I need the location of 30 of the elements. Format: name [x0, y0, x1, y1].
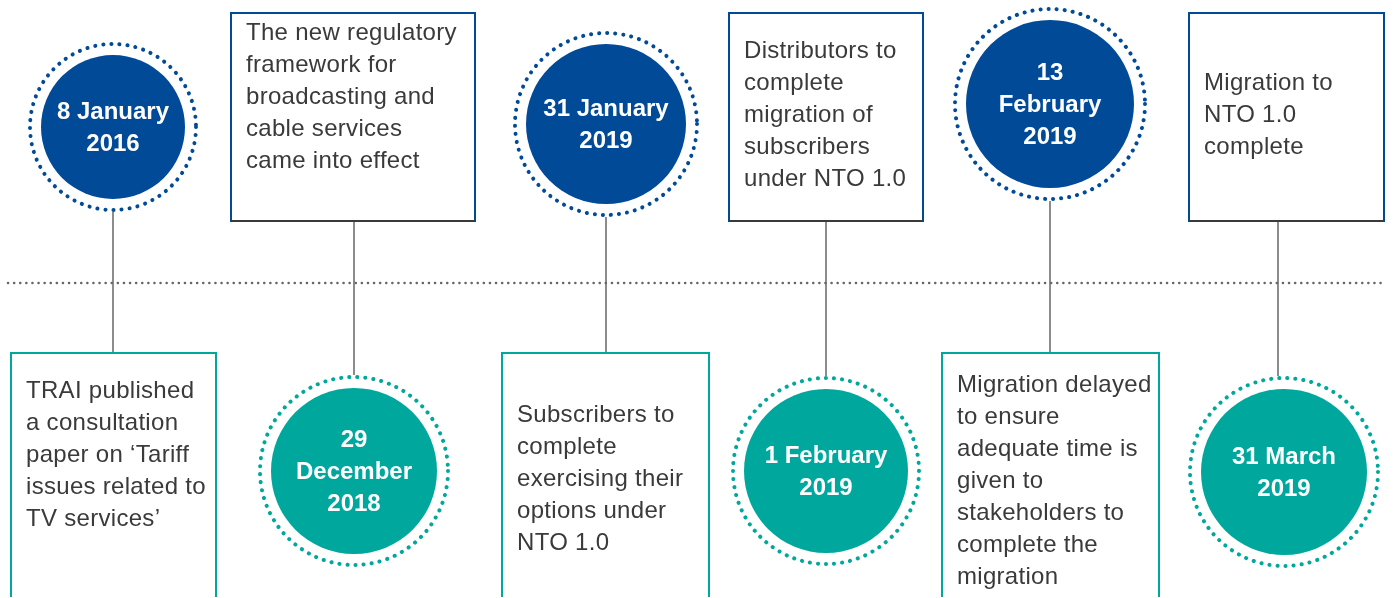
date-text: 31 January 2019 [542, 93, 670, 155]
date-circle [513, 31, 699, 217]
connector-line [353, 221, 355, 376]
event-description: TRAI published a consultation paper on ‘Tariff issues related to TV services’ [26, 375, 206, 533]
event-description: Migration to NTO 1.0 complete [1204, 67, 1334, 161]
event-description: The new regulatory framework for broadcasting and cable services came into effect [246, 17, 458, 175]
event-box [1188, 12, 1385, 222]
event-description: Subscribers to complete exercising their options under NTO 1.0 [517, 399, 685, 557]
date-text: 8 January 2016 [55, 96, 171, 158]
date-circle [258, 375, 450, 567]
date-text: 13 February 2019 [997, 57, 1103, 151]
date-text: 29 December 2018 [294, 424, 414, 518]
event-box [501, 352, 710, 597]
connector-line [825, 221, 827, 377]
connector-line [1049, 200, 1051, 353]
date-text: 31 March 2019 [1230, 441, 1338, 503]
date-text: 1 February 2019 [763, 440, 889, 502]
date-circle [28, 42, 198, 212]
event-box [728, 12, 924, 222]
event-description: Distributors to complete migration of subscribers under NTO 1.0 [744, 35, 908, 193]
date-circle [1188, 376, 1380, 568]
event-description: Migration delayed to ensure adequate time is given to stakeholders to complete the migration [957, 369, 1153, 591]
event-box [941, 352, 1160, 597]
connector-line [112, 211, 114, 353]
connector-line [1277, 221, 1279, 377]
event-box [230, 12, 476, 222]
date-circle [953, 7, 1147, 201]
date-circle [731, 376, 921, 566]
event-box [10, 352, 217, 597]
connector-line [605, 216, 607, 353]
